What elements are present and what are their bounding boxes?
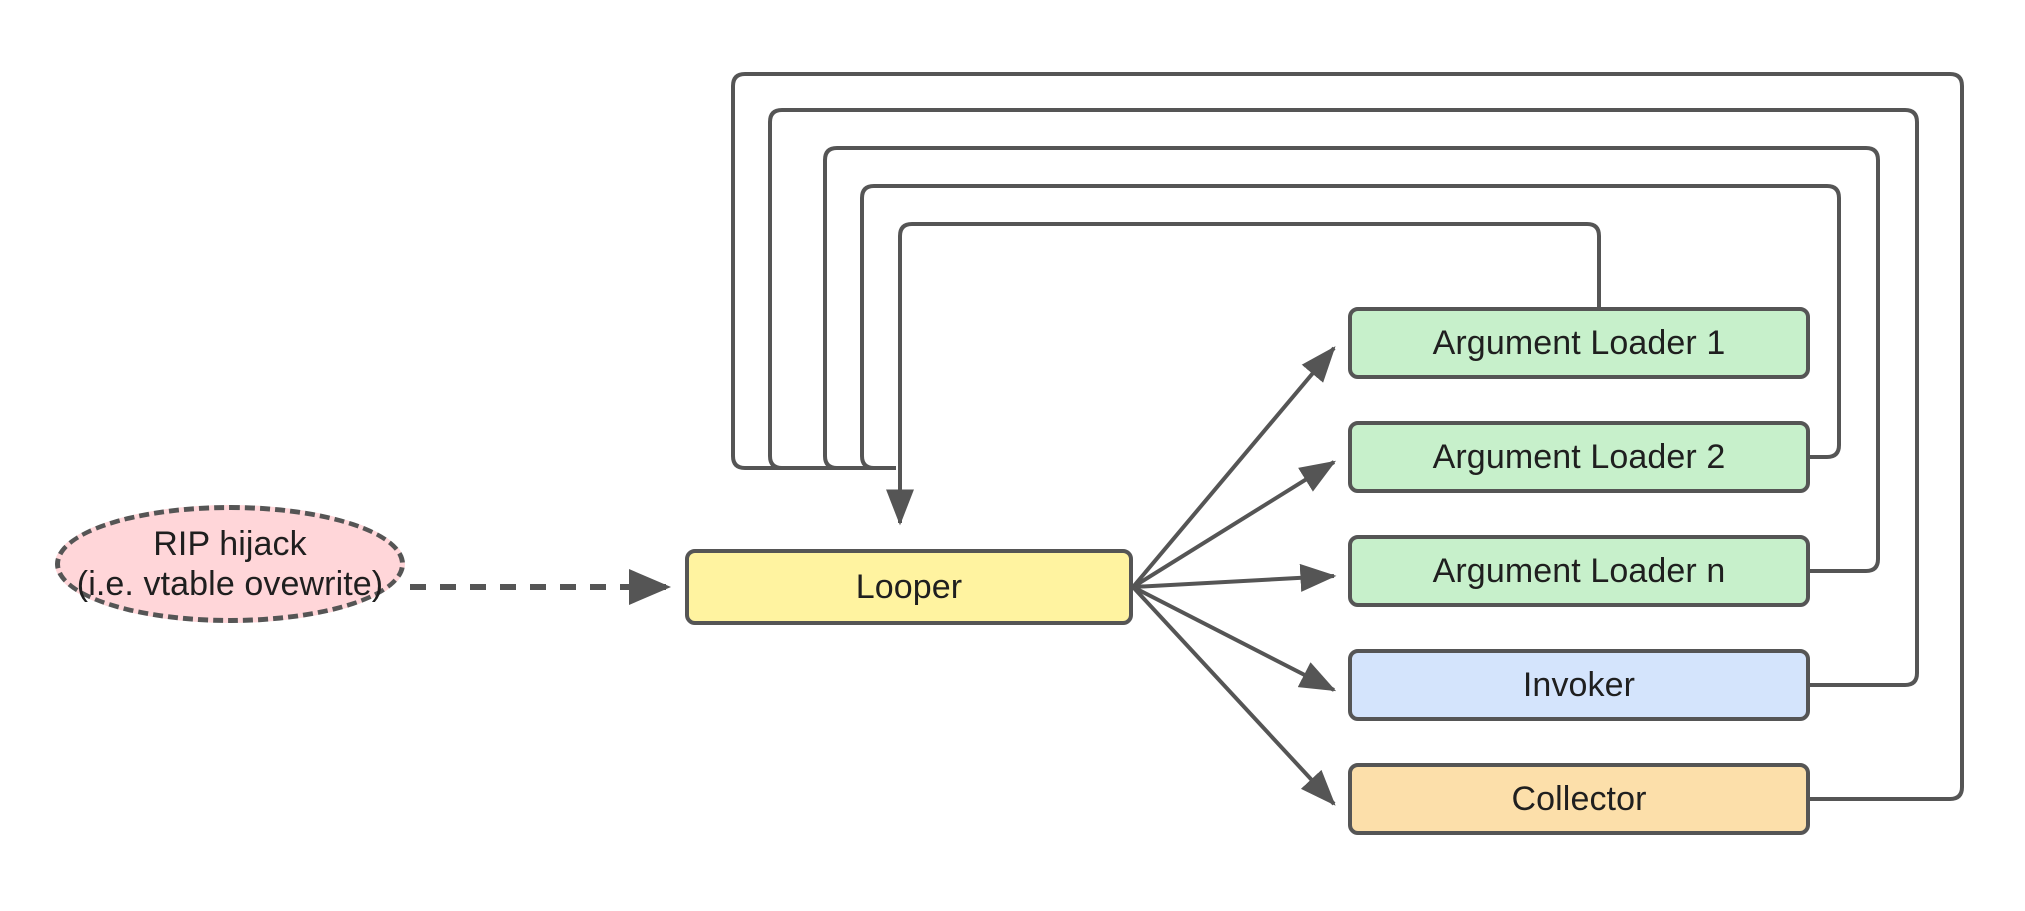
- edge-collector-loop-back: [731, 72, 1964, 801]
- node-rip-hijack[interactable]: RIP hijack (i.e. vtable ovewrite): [55, 505, 405, 623]
- node-argument-loader-1[interactable]: Argument Loader 1: [1348, 307, 1810, 379]
- node-argument-loader-1-label: Argument Loader 1: [1432, 323, 1726, 362]
- node-looper-label: Looper: [855, 567, 963, 606]
- edge-argn-loop-back: [823, 146, 1880, 573]
- edge-invoker-loop-back: [768, 108, 1919, 687]
- edge-looper-to-collector: [1131, 585, 1336, 806]
- edge-looper-to-argn: [1132, 563, 1337, 592]
- edge-arg2-loop-back: [860, 184, 1841, 470]
- node-invoker[interactable]: Invoker: [1348, 649, 1810, 721]
- node-argument-loader-2-label: Argument Loader 2: [1432, 437, 1726, 476]
- node-invoker-label: Invoker: [1522, 665, 1636, 704]
- edge-looper-to-arg1: [1131, 346, 1336, 589]
- edge-looper-to-invoker: [1132, 585, 1337, 692]
- edge-looper-to-arg2: [1131, 460, 1337, 589]
- node-rip-hijack-label: RIP hijack (i.e. vtable ovewrite): [76, 524, 384, 603]
- edge-arg1-loop-back: [886, 222, 1601, 526]
- node-looper[interactable]: Looper: [685, 549, 1133, 625]
- node-collector-label: Collector: [1511, 779, 1647, 818]
- node-argument-loader-2[interactable]: Argument Loader 2: [1348, 421, 1810, 493]
- node-argument-loader-n[interactable]: Argument Loader n: [1348, 535, 1810, 607]
- node-argument-loader-n-label: Argument Loader n: [1432, 551, 1726, 590]
- node-collector[interactable]: Collector: [1348, 763, 1810, 835]
